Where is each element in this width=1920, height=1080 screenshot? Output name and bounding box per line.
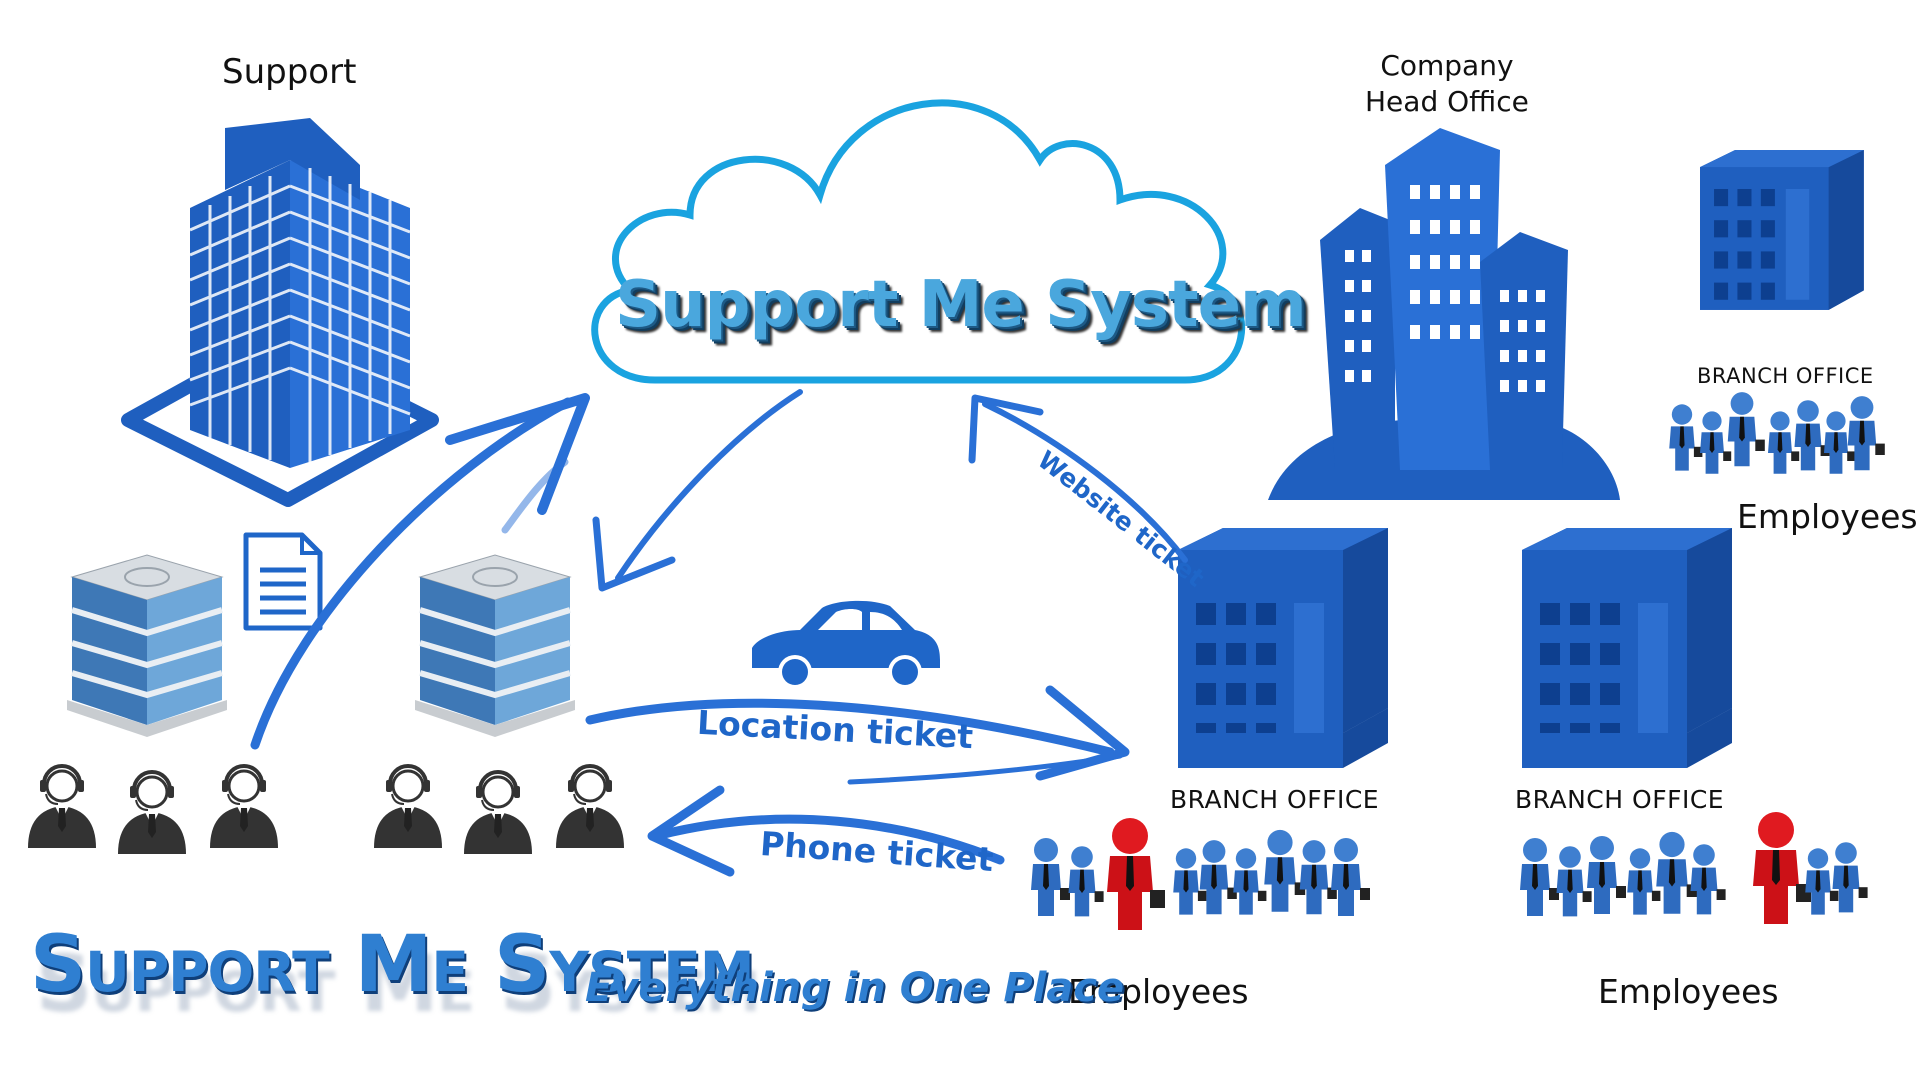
arrow-head	[968, 394, 1044, 464]
flow-arrows	[250, 389, 1188, 877]
support-center-building-icon	[67, 555, 227, 737]
support-to-cloud-arrow	[250, 397, 573, 750]
car-icon	[752, 600, 940, 689]
arrow-head	[592, 516, 676, 592]
support-agent-icon	[208, 764, 280, 850]
support-agent-group	[26, 764, 626, 856]
branch-office-label: BRANCH OFFICE	[1697, 364, 1874, 388]
head-office-label-line2: Head Office	[1365, 85, 1529, 118]
support-label: Support	[222, 52, 357, 92]
employee-group-icon	[1520, 812, 1868, 924]
branch-office-label: BRANCH OFFICE	[1170, 785, 1380, 814]
support-agent-icon	[26, 764, 98, 850]
arrow-head	[1035, 685, 1130, 781]
branch-office-building-icon	[1522, 528, 1732, 768]
employees-label: Employees	[1737, 497, 1918, 536]
head-office-building-icon	[1268, 128, 1620, 500]
brand-tagline: Everything in One Place	[585, 965, 1125, 1011]
branch-office-label: BRANCH OFFICE	[1515, 785, 1725, 814]
employee-group-icon	[1031, 818, 1370, 930]
employees-label: Employees	[1598, 972, 1779, 1011]
arrow-head	[445, 393, 590, 515]
support-agent-icon	[554, 764, 626, 850]
head-office-label-line1: Company	[1380, 49, 1514, 82]
employees-label: Employees	[1068, 972, 1249, 1011]
head-office-label: Company Head Office	[1365, 48, 1529, 120]
support-building-icon	[121, 118, 439, 507]
website-ticket-arrow	[982, 401, 1188, 563]
branch-office-building-icon	[1178, 528, 1388, 768]
arrow-head	[647, 785, 735, 877]
support-agent-icon	[116, 770, 188, 856]
support-agent-icon	[372, 764, 444, 850]
branch-office-building-icon	[1700, 150, 1864, 310]
support-center-building-icon	[415, 555, 575, 737]
document-icon	[243, 532, 323, 631]
support-agent-icon	[462, 770, 534, 856]
phone-ticket-arrow	[655, 814, 1005, 865]
brand-title: Support Me System	[30, 920, 755, 1010]
location-ticket-arrow	[585, 698, 1115, 757]
cloud-title: Support Me System	[615, 268, 1307, 342]
cloud-icon	[591, 99, 1246, 384]
cloud-to-support-arrow	[615, 389, 803, 581]
employee-group-icon	[1669, 392, 1885, 474]
